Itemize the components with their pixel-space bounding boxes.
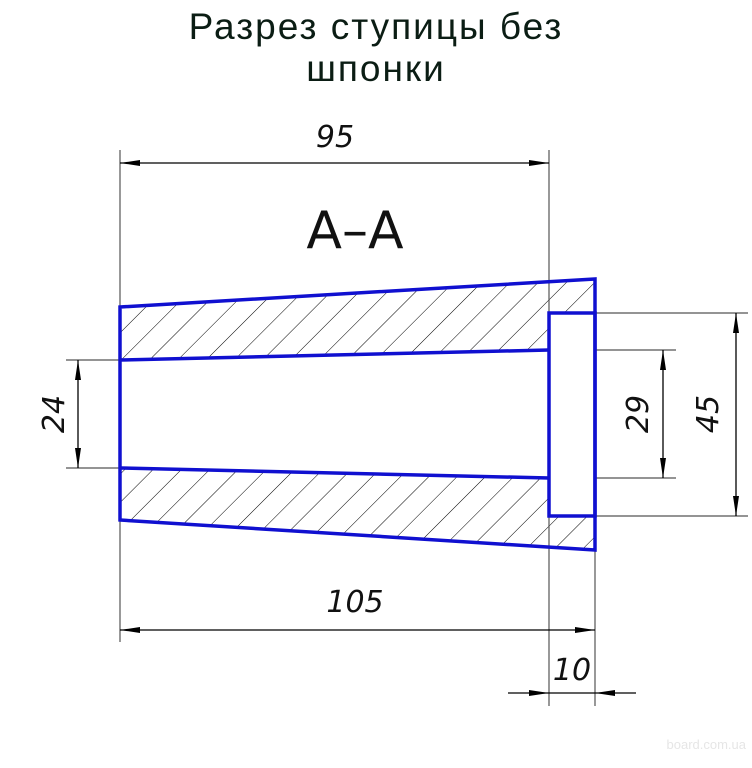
hatch-upper-wall [120,279,595,360]
dim-text-95: 95 [316,120,354,155]
dim-text-105: 105 [326,585,383,620]
dim-text-10: 10 [553,653,591,688]
title-line-1: Разрез ступицы без [188,6,564,47]
bore-top-line [119,348,550,362]
hatch-lower-wall [120,468,595,550]
section-label: A–A [306,201,404,261]
dim-text-24: 24 [37,395,72,433]
dim-text-45: 45 [691,395,726,433]
title-line-2: шпонки [306,48,446,89]
counterbore-outline [547,311,597,518]
watermark: board.com.ua [666,737,747,752]
dim-text-29: 29 [621,395,656,433]
hub-outline [118,277,597,552]
bore-bottom-line [119,466,550,480]
